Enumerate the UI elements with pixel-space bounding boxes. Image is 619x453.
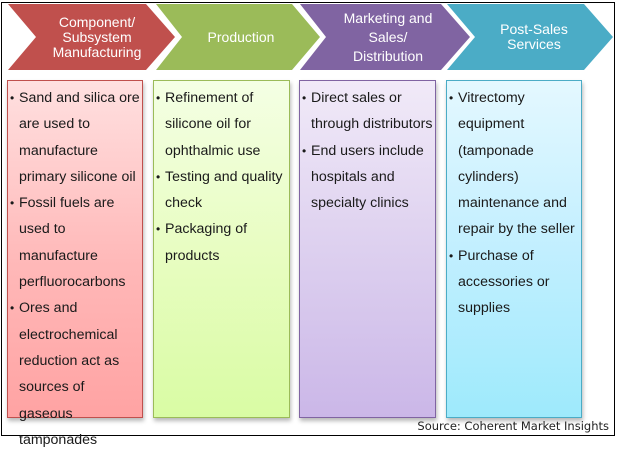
bullet-item: Ores and electrochemical reduction act a…	[10, 295, 140, 453]
bullet-item: Packaging of products	[156, 216, 287, 269]
bullet-item: Vitrectomy equipment (tamponade cylinder…	[449, 85, 579, 243]
stage-title-component-manufacturing: Component/ Subsystem Manufacturing	[52, 13, 142, 60]
source-caption: Source: Coherent Market Insights	[417, 419, 609, 433]
bullet-item: Refinement of silicone oil for ophthalmi…	[156, 85, 287, 164]
chevron-production	[156, 4, 320, 70]
chevron-marketing-sales	[300, 4, 470, 70]
bullet-item: Fossil fuels are used to manufacture per…	[10, 190, 140, 295]
chevron-component-manufacturing	[8, 4, 175, 70]
bullet-item: Sand and silica ore are used to manufact…	[10, 85, 140, 190]
stage-box-production: Refinement of silicone oil for ophthalmi…	[153, 80, 290, 418]
stage-box-post-sales: Vitrectomy equipment (tamponade cylinder…	[446, 80, 582, 418]
stage-box-marketing-sales: Direct sales or through distributors End…	[299, 80, 436, 418]
stage-title-production: Production	[207, 28, 275, 45]
bullet-item: End users include hospitals and specialt…	[302, 138, 433, 217]
stage-title-marketing-sales: Marketing and Sales/ Distribution	[343, 9, 433, 64]
chevron-post-sales	[447, 4, 613, 70]
bullet-item: Purchase of accessories or supplies	[449, 243, 579, 322]
stage-title-post-sales: Post-Sales Services	[500, 21, 568, 52]
bullet-item: Testing and quality check	[156, 164, 287, 217]
bullet-item: Direct sales or through distributors	[302, 85, 433, 138]
stage-box-component-manufacturing: Sand and silica ore are used to manufact…	[7, 80, 143, 448]
chevron-row	[8, 4, 613, 70]
